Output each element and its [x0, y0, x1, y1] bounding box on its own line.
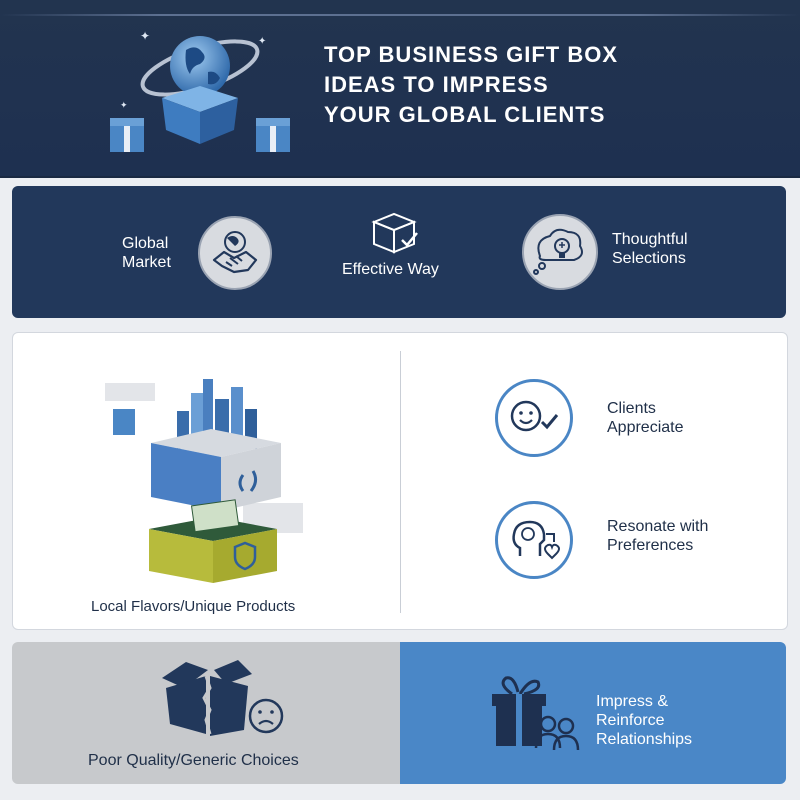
- title-line: Ideas to Impress: [324, 72, 549, 97]
- highlight-label: Market: [122, 254, 171, 271]
- title-line: Top Business Gift Box: [324, 42, 619, 67]
- svg-text:✦: ✦: [120, 100, 128, 110]
- highlight-label: Selections: [612, 250, 686, 267]
- svg-text:✦: ✦: [258, 36, 266, 47]
- highlight-label: Global: [122, 235, 169, 252]
- title-line: Your Global Clients: [324, 102, 606, 127]
- benefit-label: Clients: [607, 400, 656, 417]
- negative-panel: Poor Quality/Generic Choices: [12, 642, 400, 784]
- positive-label-line: Impress &: [596, 693, 669, 710]
- mind-heart-icon: [495, 501, 573, 579]
- products-caption: Local Flavors/Unique Products: [91, 598, 296, 615]
- benefit-resonate-preferences: Resonate with Preferences: [607, 517, 708, 555]
- positive-label-line: Relationships: [596, 731, 693, 748]
- panel-divider: [400, 351, 401, 613]
- highlight-thoughtful-selections: Thoughtful Selections: [612, 230, 732, 268]
- positive-panel: Impress & Reinforce Relationships: [400, 642, 786, 784]
- highlight-label: Effective Way: [342, 261, 439, 278]
- benefit-label: Appreciate: [607, 419, 684, 436]
- idea-lightbulb-icon: [522, 214, 598, 290]
- globe-gift-box-icon: ✦ ✦ ✦: [110, 29, 290, 152]
- city-gift-boxes-icon: [105, 379, 303, 583]
- broken-box-sad-icon: [162, 660, 284, 736]
- page-title: Top Business Gift Box Ideas to Impress Y…: [324, 40, 744, 130]
- svg-text:✦: ✦: [140, 29, 150, 43]
- highlight-global-market: Global Market: [122, 234, 202, 272]
- highlight-label: Thoughtful: [612, 231, 688, 248]
- negative-caption: Poor Quality/Generic Choices: [88, 752, 299, 769]
- smiley-check-icon: [495, 379, 573, 457]
- benefit-label: Preferences: [607, 537, 694, 554]
- positive-label-line: Reinforce: [596, 712, 665, 729]
- highlights-band: Global Market Effective Way Thoughtful S…: [12, 186, 786, 318]
- benefit-clients-appreciate: Clients Appreciate: [607, 399, 684, 437]
- globe-handshake-icon: [198, 216, 272, 290]
- middle-panel: Local Flavors/Unique Products Clients Ap…: [12, 332, 788, 630]
- positive-label: Impress & Reinforce Relationships: [596, 692, 692, 749]
- box-checkmark-icon: [371, 212, 418, 254]
- highlight-effective-way: Effective Way: [342, 260, 439, 279]
- gift-people-icon: [492, 676, 580, 751]
- benefit-label: Resonate with: [607, 518, 709, 535]
- header-banner: ✦ ✦ ✦ Top Business Gift Box Ideas to Imp…: [0, 0, 800, 178]
- header-divider: [0, 14, 800, 16]
